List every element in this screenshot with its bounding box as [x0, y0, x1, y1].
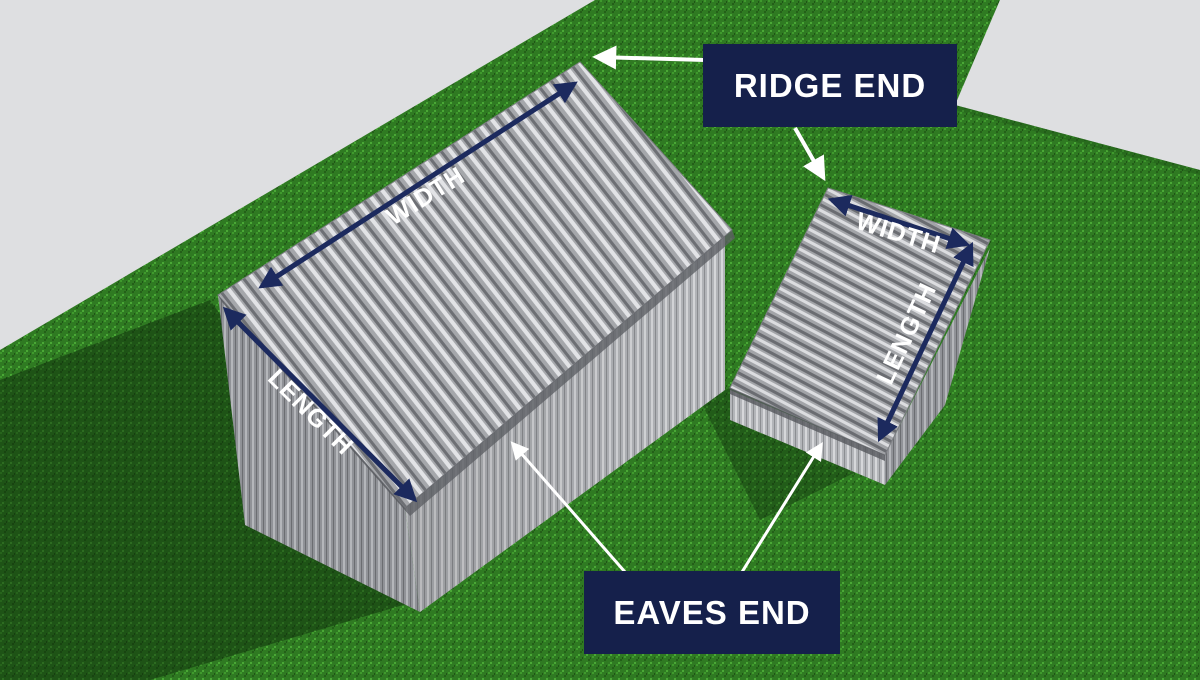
ridge-pointer-arrow-large — [592, 45, 706, 70]
eaves-pointer-arrow-large — [510, 441, 627, 573]
background-corner — [955, 0, 1200, 170]
small-width-dimension-arrow — [827, 194, 971, 250]
eaves-end-callout: EAVES END — [584, 571, 840, 654]
large-shed-shadow — [0, 300, 420, 680]
small-length-dimension-arrow — [877, 241, 974, 443]
eaves-pointer-arrow-small — [740, 441, 823, 573]
ridge-pointer-arrow-small — [793, 127, 826, 182]
ridge-end-callout: RIDGE END — [703, 44, 957, 127]
large-length-dimension-arrow — [222, 306, 418, 503]
large-width-dimension-arrow — [258, 81, 578, 289]
small-shed-front-wall — [730, 390, 885, 485]
